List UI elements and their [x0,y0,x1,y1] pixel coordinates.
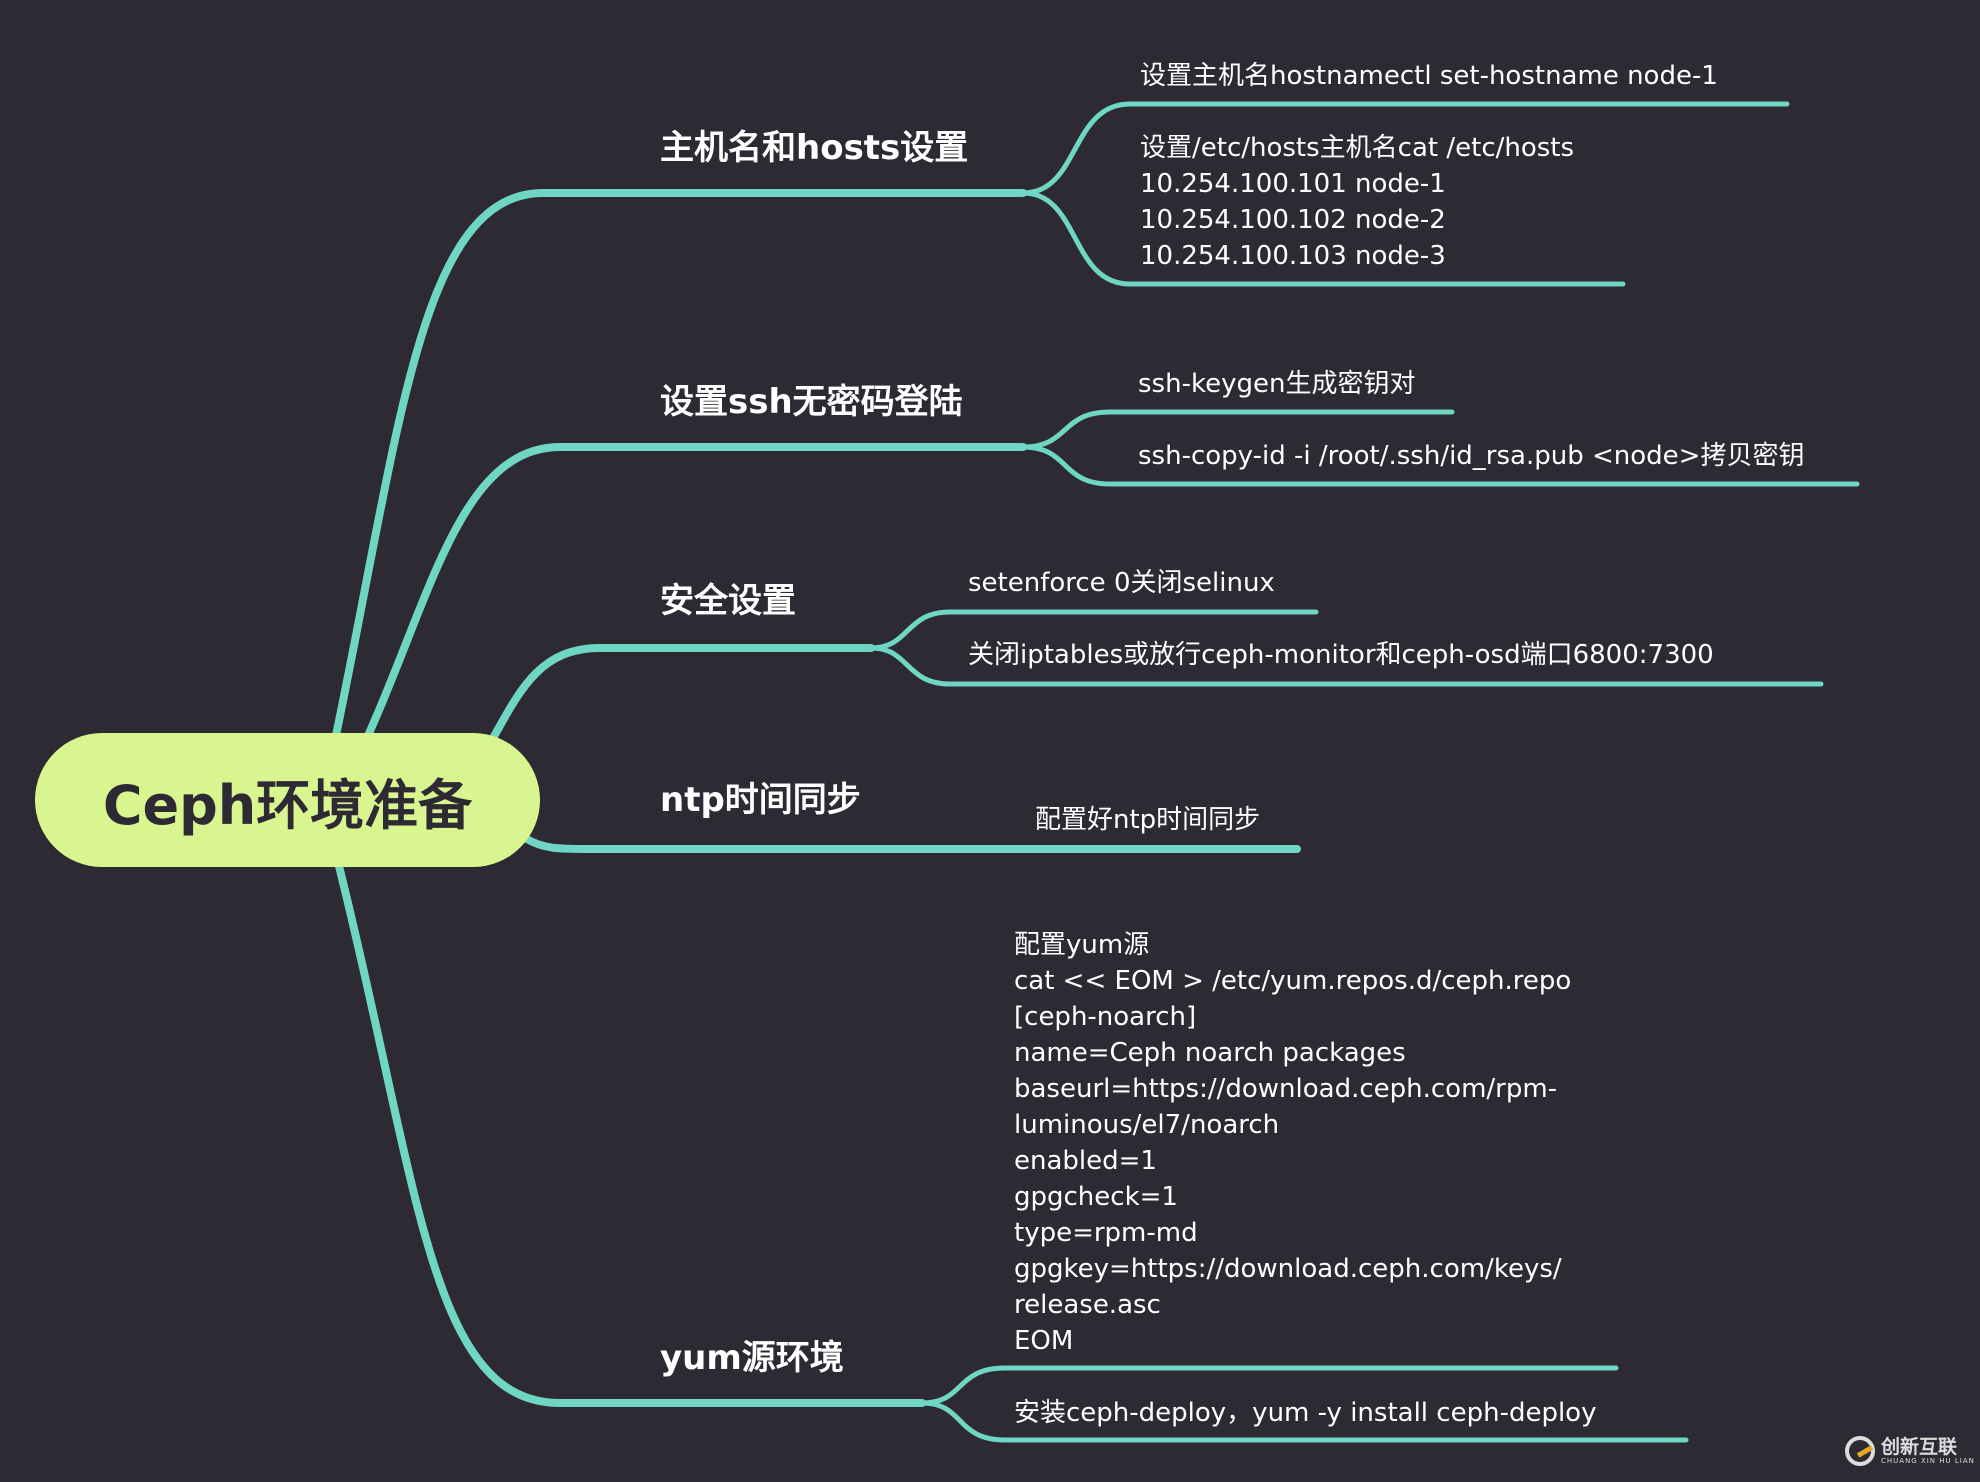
node-yum-repo[interactable]: 配置yum源 cat << EOM > /etc/yum.repos.d/cep… [1014,927,1571,1359]
node-text: 安装ceph-deploy，yum -y install ceph-deploy [1014,1398,1597,1428]
branch-line-yum [334,858,926,1407]
logo-icon [1845,1436,1875,1466]
root-label: Ceph环境准备 [102,773,473,837]
branch-line-ssh [362,443,1027,744]
node-text: type=rpm-md [1014,1218,1198,1248]
node-text: release.asc [1014,1290,1161,1320]
node-text: 10.254.100.101 node-1 [1140,169,1446,199]
node-iptables[interactable]: 关闭iptables或放行ceph-monitor和ceph-osd端口6800… [968,637,1714,673]
watermark-logo: 创新互联 CHUANG XIN HU LIAN [1845,1436,1975,1466]
branch-line-hosts [331,189,1027,744]
node-text: gpgkey=https://download.ceph.com/keys/ [1014,1254,1562,1284]
node-text: luminous/el7/noarch [1014,1110,1280,1140]
node-ntp[interactable]: 配置好ntp时间同步 [1035,802,1260,838]
node-text: 关闭iptables或放行ceph-monitor和ceph-osd端口6800… [968,640,1714,670]
sub-line-copy-id [1020,444,1860,487]
node-text: 10.254.100.102 node-2 [1140,205,1446,235]
node-text: setenforce 0关闭selinux [968,568,1275,598]
sub-line-iptables [868,645,1824,687]
node-text: name=Ceph noarch packages [1014,1038,1406,1068]
sub-line-keygen [1020,409,1455,450]
sub-line-yum-repo [919,1365,1619,1406]
node-text: baseurl=https://download.ceph.com/rpm- [1014,1074,1558,1104]
node-text: 配置yum源 [1014,930,1150,960]
sub-line-hostname [1020,101,1790,196]
root-node[interactable]: Ceph环境准备 [35,733,540,867]
node-text: 设置/etc/hosts主机名cat /etc/hosts [1140,133,1575,163]
node-text: enabled=1 [1014,1146,1157,1176]
node-text: 配置好ntp时间同步 [1035,805,1261,835]
node-text: EOM [1014,1326,1074,1356]
branch-line-ntp [521,834,1301,854]
watermark-title: 创新互联 [1881,1436,1958,1458]
watermark-subtitle: CHUANG XIN HU LIAN [1881,1457,1975,1465]
sub-line-etc-hosts [1020,190,1626,287]
branch-hosts[interactable]: 主机名和hosts设置 [660,128,969,168]
node-copy-id[interactable]: ssh-copy-id -i /root/.ssh/id_rsa.pub <no… [1138,438,1804,474]
node-text: gpgcheck=1 [1014,1182,1178,1212]
sub-line-ceph-deploy [919,1400,1689,1443]
node-text: 设置主机名hostnamectl set-hostname node-1 [1140,61,1718,91]
node-text: [ceph-noarch] [1014,1002,1197,1032]
node-text: 10.254.100.103 node-3 [1140,241,1446,271]
node-etc-hosts[interactable]: 设置/etc/hosts主机名cat /etc/hosts 10.254.100… [1140,130,1574,274]
sub-line-selinux [868,609,1319,651]
node-keygen[interactable]: ssh-keygen生成密钥对 [1138,366,1415,402]
branch-yum[interactable]: yum源环境 [660,1338,844,1378]
branch-ntp[interactable]: ntp时间同步 [660,780,861,820]
node-hostname[interactable]: 设置主机名hostnamectl set-hostname node-1 [1140,58,1718,94]
branch-security[interactable]: 安全设置 [660,581,796,621]
node-ceph-deploy[interactable]: 安装ceph-deploy，yum -y install ceph-deploy [1014,1395,1596,1431]
branch-ssh[interactable]: 设置ssh无密码登陆 [660,382,963,422]
node-text: cat << EOM > /etc/yum.repos.d/ceph.repo [1014,966,1572,996]
branch-line-security [488,644,875,744]
node-text: ssh-keygen生成密钥对 [1138,369,1416,399]
node-text: ssh-copy-id -i /root/.ssh/id_rsa.pub <no… [1138,441,1805,471]
node-selinux[interactable]: setenforce 0关闭selinux [968,565,1275,601]
